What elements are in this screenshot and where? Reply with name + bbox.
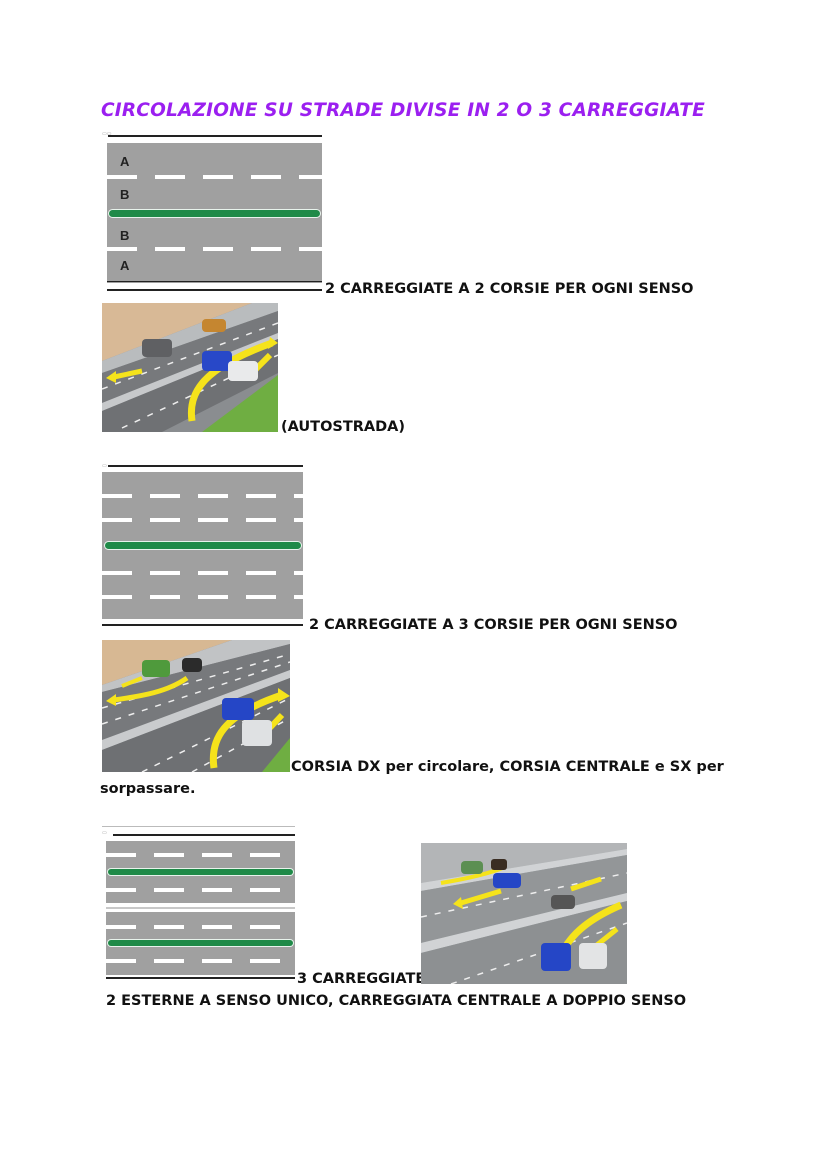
lane-divider: [106, 888, 295, 892]
lane-divider: [106, 853, 295, 857]
diagram-mark: ▭: [102, 463, 107, 469]
lane-divider: [107, 175, 322, 179]
lane-divider: [102, 595, 303, 599]
lane-divider: [106, 925, 295, 929]
road-edge-line: [113, 834, 295, 836]
lane-divider: [107, 247, 322, 251]
median-strip: [105, 542, 301, 549]
highway-illustration: [421, 843, 627, 984]
road-edge-line: [107, 281, 322, 282]
photo-caption-lanes-line2: sorpassare.: [100, 781, 196, 797]
median-strip: [108, 869, 293, 875]
description-3-carriageways: 2 ESTERNE A SENSO UNICO, CARREGGIATA CEN…: [106, 993, 687, 1009]
road-edge-line: [108, 135, 322, 137]
road-edge-line: [102, 624, 303, 626]
photo-caption-autostrada: (AUTOSTRADA): [281, 419, 406, 435]
lane-label: B: [120, 187, 130, 202]
road-edge-line: [107, 289, 322, 291]
median-strip: [109, 210, 320, 217]
highway-photo-3-carriageways: [421, 843, 627, 984]
lane-divider: [102, 494, 303, 498]
lane-divider: [102, 518, 303, 522]
lane-label: B: [120, 228, 130, 243]
caption-2x2: 2 CARREGGIATE A 2 CORSIE PER OGNI SENSO: [325, 281, 694, 297]
caption-3-carriageways: 3 CARREGGIATE: [297, 971, 426, 987]
highway-illustration: [102, 640, 290, 772]
page-title: CIRCOLAZIONE SU STRADE DIVISE IN 2 O 3 C…: [101, 100, 705, 121]
lane-label: A: [120, 258, 130, 273]
highway-illustration: [102, 303, 278, 432]
separator: [106, 907, 295, 909]
road-edge-line: [108, 465, 303, 467]
caption-2x3: 2 CARREGGIATE A 3 CORSIE PER OGNI SENSO: [309, 617, 678, 633]
road-edge-line: [106, 977, 295, 979]
diagram-mark: ▭▭: [102, 131, 112, 137]
highway-photo-3-lanes: [102, 640, 290, 772]
road-edge-line: [102, 826, 295, 827]
highway-photo-2-lanes: [102, 303, 278, 432]
diagram-mark: ▭: [102, 830, 107, 836]
photo-caption-lanes-line1: CORSIA DX per circolare, CORSIA CENTRALE…: [291, 759, 724, 775]
median-strip: [108, 940, 293, 946]
lane-divider: [102, 571, 303, 575]
lane-divider: [106, 959, 295, 963]
lane-label: A: [120, 154, 130, 169]
